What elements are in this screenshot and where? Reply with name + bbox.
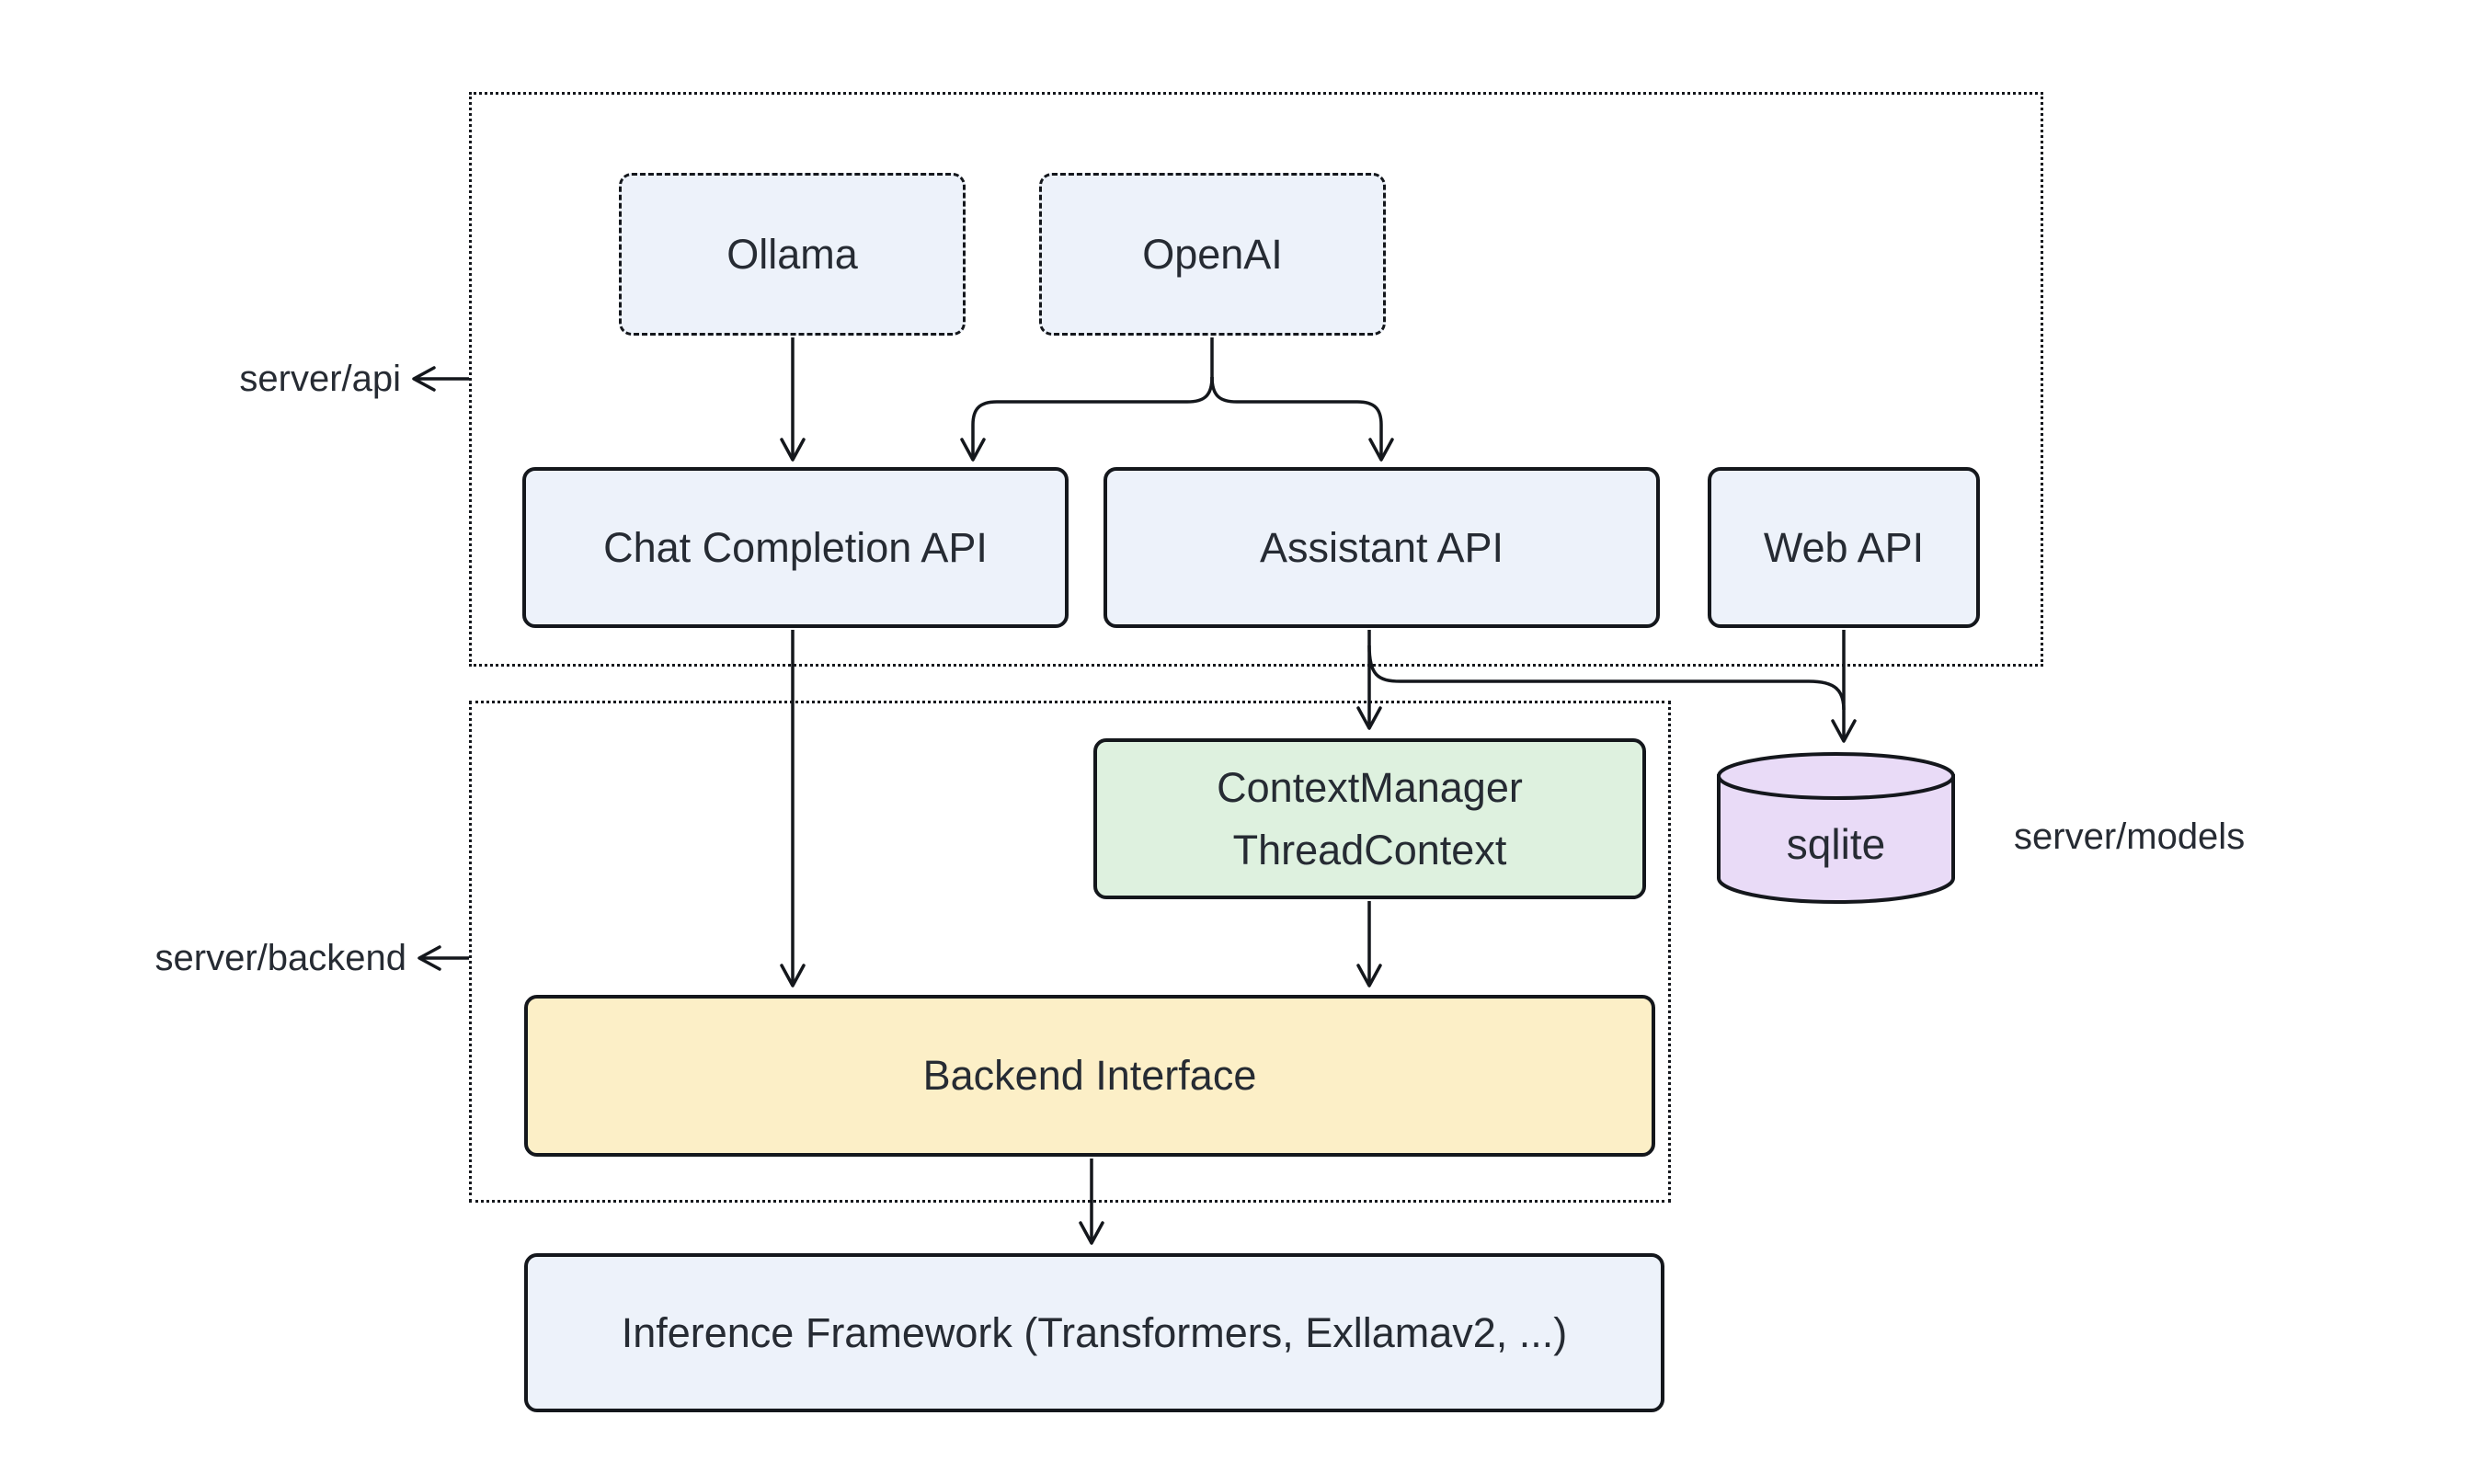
group-server-backend — [469, 701, 1671, 1203]
node-openai-label: OpenAI — [1142, 230, 1283, 278]
node-sqlite-label: sqlite — [1786, 820, 1886, 868]
node-web-api-label: Web API — [1763, 523, 1925, 571]
node-assistant-api: Assistant API — [1103, 467, 1660, 628]
label-server-api: server/api — [239, 359, 401, 399]
node-context-manager-label: ContextManager ThreadContext — [1217, 757, 1523, 881]
node-assistant-api-label: Assistant API — [1259, 523, 1504, 571]
label-server-backend: server/backend — [154, 938, 406, 978]
node-inference-framework-label: Inference Framework (Transformers, Exlla… — [621, 1308, 1568, 1356]
node-backend-interface: Backend Interface — [524, 995, 1655, 1157]
label-server-models: server/models — [2014, 816, 2246, 857]
node-context-manager-line2: ThreadContext — [1232, 826, 1507, 873]
node-openai: OpenAI — [1039, 173, 1386, 336]
node-backend-interface-label: Backend Interface — [922, 1052, 1257, 1100]
node-context-manager-line1: ContextManager — [1217, 764, 1523, 811]
node-context-manager: ContextManager ThreadContext — [1093, 738, 1646, 899]
node-web-api: Web API — [1708, 467, 1980, 628]
node-chat-completion-api: Chat Completion API — [522, 467, 1069, 628]
sqlite-cylinder-top — [1717, 752, 1955, 800]
group-server-api — [469, 92, 2043, 667]
node-inference-framework: Inference Framework (Transformers, Exlla… — [524, 1253, 1664, 1412]
node-chat-completion-api-label: Chat Completion API — [603, 523, 988, 571]
node-ollama-label: Ollama — [726, 230, 858, 278]
node-ollama: Ollama — [619, 173, 966, 336]
